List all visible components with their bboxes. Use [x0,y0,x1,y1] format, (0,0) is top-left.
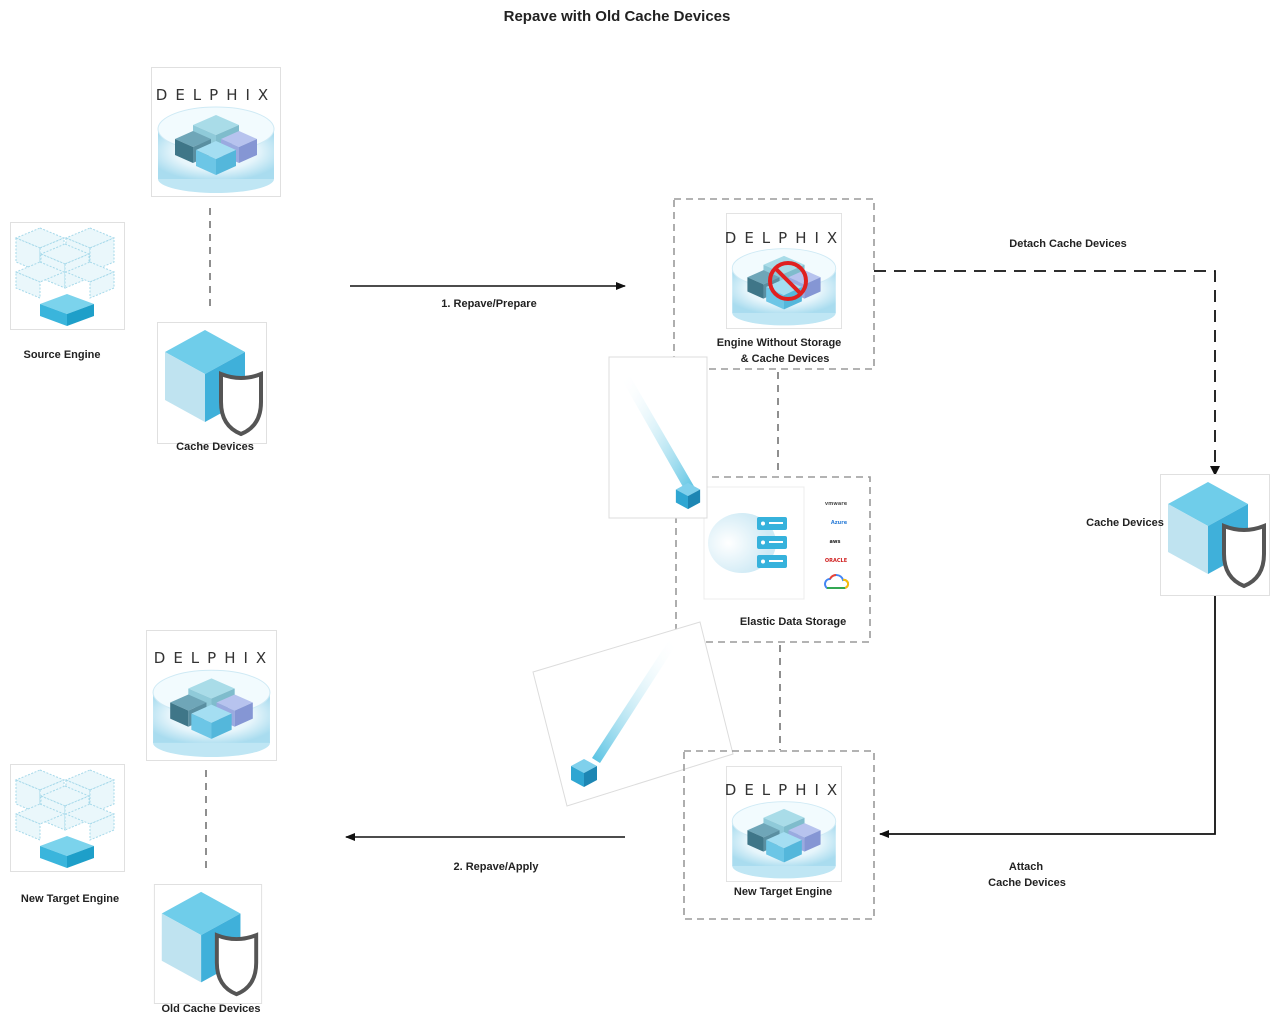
provider-list: vmware Azure aws ORACLE [824,501,850,589]
cache-device-shield-icon [1160,474,1270,596]
source-engine-label: Source Engine [23,349,100,361]
delphix-logo: DELPHIX [725,781,845,799]
old-cache-devices: Old Cache Devices [153,884,263,1015]
target-delphix-engine: DELPHIX [146,630,277,761]
attach-label-line1: Attach [1009,861,1044,873]
provider-oracle: ORACLE [825,558,848,564]
provider-aws: aws [830,539,841,545]
cache-devices-left-label: Cache Devices [176,441,254,453]
page-title: Repave with Old Cache Devices [504,8,731,25]
detach-arrowhead [1210,466,1220,476]
elastic-storage: vmware Azure aws ORACLE Elastic Data Sto… [703,486,850,628]
prohibited-icon [768,261,808,301]
engine-without-storage-box [673,198,875,370]
delphix-logo: DELPHIX [154,649,274,667]
new-target-engine-left-label: New Target Engine [21,893,119,905]
new-target-engine-mid: DELPHIX New Target Engine [725,766,845,898]
source-engine-cubes-icon [10,764,125,872]
new-target-engine-left: New Target Engine [10,764,125,905]
source-delphix-engine: DELPHIX [151,67,281,197]
repave-prepare-label: 1. Repave/Prepare [441,298,536,310]
engine-without-label-line2: & Cache Devices [741,353,830,365]
provider-azure: Azure [831,520,848,526]
data-transfer-beam-top [608,356,708,519]
elastic-storage-server-icon [708,513,787,573]
repave-apply-label: 2. Repave/Apply [454,861,540,873]
attach-label-line2: Cache Devices [988,877,1066,889]
delphix-logo: DELPHIX [725,229,845,247]
delphix-logo: DELPHIX [156,86,276,104]
source-engine-cubes-icon [10,222,125,330]
google-cloud-icon [824,574,850,589]
elastic-storage-label: Elastic Data Storage [740,616,846,628]
attach-path [879,596,1216,838]
cache-device-shield-icon [153,884,263,1004]
elastic-storage-box [675,476,871,643]
engine-without-storage: DELPHIX Engine Without Storage & Cache D… [717,213,845,365]
old-cache-devices-label: Old Cache Devices [161,1003,260,1015]
new-target-engine-mid-label: New Target Engine [734,886,832,898]
cache-devices-left: Cache Devices [157,322,267,453]
data-transfer-beam-bottom [532,621,734,807]
source-engine: Source Engine [10,222,125,361]
cache-devices-right-label: Cache Devices [1086,517,1164,529]
detach-path [874,270,1216,468]
provider-vmware: vmware [825,501,848,507]
engine-without-label-line1: Engine Without Storage [717,337,842,349]
cache-devices-right: Cache Devices [1086,474,1270,596]
cache-device-shield-icon [157,322,267,444]
detach-label: Detach Cache Devices [1009,238,1126,250]
